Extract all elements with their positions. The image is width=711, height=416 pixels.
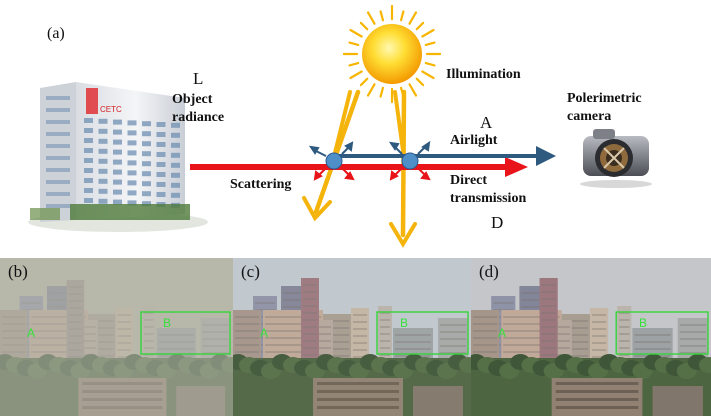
region-b-label: B <box>400 316 409 330</box>
particle-1 <box>308 141 355 181</box>
label-polerimetric: Polerimetric <box>567 91 642 106</box>
region-a-label: A <box>27 326 36 340</box>
camera-icon <box>580 129 652 188</box>
label-illumination: Illumination <box>446 67 521 82</box>
dehazed-image-panel-d: (d) A B <box>471 258 711 416</box>
region-a-label: A <box>260 326 269 340</box>
label-d: D <box>491 213 504 232</box>
label-direct: Direct <box>450 173 488 188</box>
airlight-beam <box>336 146 556 166</box>
label-transmission: transmission <box>450 191 527 206</box>
region-b-label: B <box>639 316 648 330</box>
panel-label: (c) <box>241 262 260 281</box>
particle-2 <box>388 140 431 181</box>
sun-icon <box>342 4 442 104</box>
panel-label: (d) <box>479 262 499 281</box>
building-illustration: CETC <box>28 82 208 232</box>
label-a: A <box>480 113 493 132</box>
city-scene <box>233 258 471 416</box>
region-a-label: A <box>498 326 507 340</box>
label-radiance: radiance <box>172 110 225 125</box>
label-object: Object <box>172 92 213 107</box>
label-airlight: Airlight <box>450 133 498 148</box>
panel-label: (b) <box>8 262 28 281</box>
city-scene <box>0 258 233 416</box>
region-b-label: B <box>163 316 172 330</box>
label-scattering: Scattering <box>230 177 292 192</box>
building-sign: CETC <box>100 105 122 114</box>
city-scene <box>471 258 711 416</box>
scattering-diagram: CETC <box>28 4 652 248</box>
label-camera: camera <box>567 109 612 124</box>
dehazed-image-panel-c: (c) A B <box>233 258 471 416</box>
hazy-image-panel: (b) A B <box>0 258 233 416</box>
panel-label-a: (a) <box>47 25 65 42</box>
direct-transmission-beam <box>190 157 528 177</box>
label-l: L <box>193 69 204 88</box>
